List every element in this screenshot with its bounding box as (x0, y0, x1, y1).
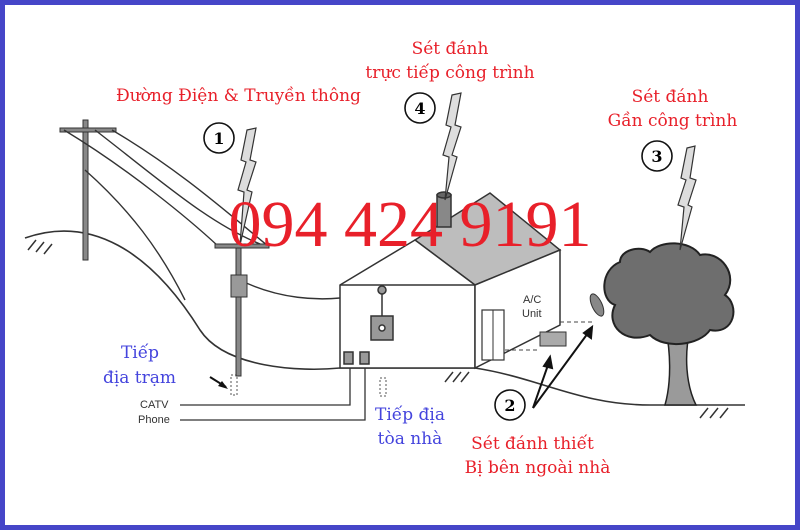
catv-label: CATV (140, 399, 169, 411)
satellite-dish (589, 293, 605, 317)
lightning-bolt-4 (442, 92, 462, 201)
ac-unit (539, 331, 567, 347)
house (339, 191, 562, 397)
station-ground-label-1: Tiếp (120, 343, 160, 363)
lightning-bolt-1 (237, 127, 257, 246)
marker-1-label: 1 (213, 129, 224, 148)
marker-3-label: 3 (651, 147, 662, 166)
station-ground-label-2: địa trạm (102, 368, 177, 388)
phone-label: Phone (138, 414, 170, 426)
marker-1 (203, 122, 235, 154)
utility-pole-right (214, 243, 270, 396)
direct-strike-label-2: trực tiếp công trình (365, 63, 535, 83)
equipment-strike-label-2: Bị bên ngoài nhà (464, 458, 611, 478)
tree (603, 242, 735, 406)
marker-3 (641, 140, 673, 172)
power-line-label: Đường Điện & Truyền thông (116, 86, 361, 106)
marker-4-label: 4 (414, 99, 425, 118)
equipment-strike-label-1: Sét đánh thiết (471, 434, 594, 454)
ac-label-2: Unit (522, 308, 542, 320)
ac-label-1: A/C (523, 294, 542, 306)
ground-line (24, 230, 745, 406)
direct-strike-label-1: Sét đánh (411, 39, 489, 59)
near-strike-label-2: Gần công trình (607, 111, 738, 131)
building-ground-label-1: Tiếp địa (375, 405, 445, 425)
marker-4 (404, 92, 436, 124)
near-strike-label-1: Sét đánh (631, 87, 709, 107)
cable-lines (180, 360, 366, 421)
marker-2 (494, 389, 526, 421)
phone-number-watermark: 094 424 9191 (228, 188, 592, 261)
lightning-bolts (237, 92, 697, 251)
ground-hatch (27, 239, 729, 419)
lightning-bolt-3 (677, 145, 697, 251)
building-ground-label-2: tòa nhà (377, 429, 443, 449)
equipment-arrows (532, 324, 594, 409)
marker-2-label: 2 (504, 396, 515, 415)
utility-pole-left (59, 119, 117, 261)
